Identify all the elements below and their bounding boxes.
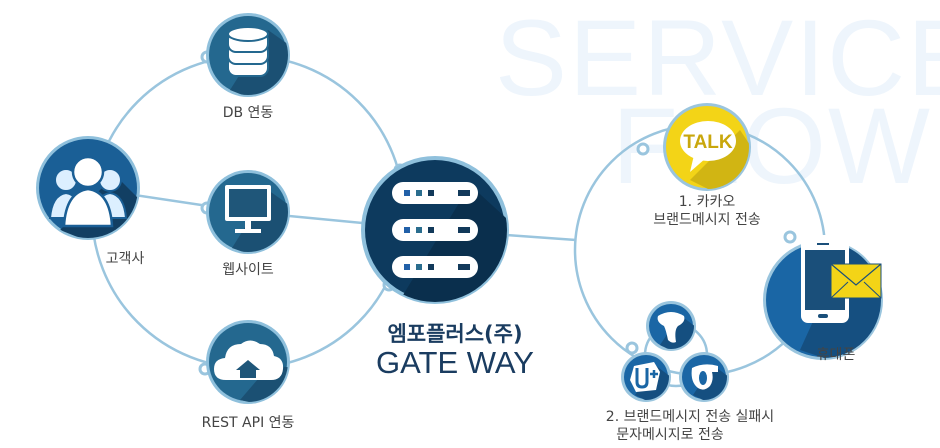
customers-node <box>36 136 140 240</box>
server-icon <box>392 182 478 278</box>
kakao-talk-icon: TALK <box>680 121 736 172</box>
kt-icon <box>691 364 718 390</box>
lgu-icon <box>630 362 660 392</box>
users-icon <box>48 155 128 228</box>
dot-kakao <box>636 142 650 156</box>
dot-phone-top <box>783 230 797 244</box>
carrier-lgu-node <box>621 352 671 402</box>
rest-api-label: REST API 연동 <box>201 415 295 431</box>
db-node <box>206 13 290 97</box>
phone-label: 휴대폰 <box>816 347 856 363</box>
gateway-title: GATE WAY <box>376 345 534 380</box>
database-icon <box>227 26 269 77</box>
website-node <box>206 170 290 254</box>
phone-node <box>763 235 883 360</box>
phone-mail-icon <box>801 235 882 323</box>
carrier-label-line2: 문자메시지로 전송 <box>616 427 724 443</box>
kakao-talk-text: TALK <box>683 132 733 153</box>
cloud-home-icon <box>214 340 284 380</box>
kakao-node: TALK <box>663 103 751 191</box>
rest-api-node <box>206 320 290 404</box>
carrier-skt-node <box>646 301 696 351</box>
skt-icon <box>657 312 685 343</box>
website-label: 웹사이트 <box>222 262 274 278</box>
customers-label: 고객사 <box>105 251 145 267</box>
gateway-company-name: 엠포플러스(주) <box>387 322 523 346</box>
dot-carrier <box>625 341 639 355</box>
carrier-kt-node <box>679 352 729 402</box>
db-label: DB 연동 <box>222 105 274 121</box>
watermark-service: SERVICE <box>495 0 940 118</box>
carrier-label-line1: 2. 브랜드메시지 전송 실패시 <box>605 409 775 425</box>
kakao-label-line2: 브랜드메시지 전송 <box>653 212 761 228</box>
kakao-label-line1: 1. 카카오 <box>678 194 736 210</box>
monitor-icon <box>225 185 271 233</box>
